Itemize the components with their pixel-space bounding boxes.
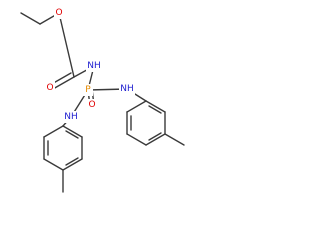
carbonyl-oxygen-label: O — [46, 83, 53, 93]
left-ring-bond-1 — [62, 125, 83, 138]
carbamate-nh-label: NH — [87, 61, 101, 71]
right-ring-methyl — [164, 133, 185, 146]
right-ring-bond-1 — [145, 100, 166, 113]
bond-layer — [20, 12, 185, 193]
right-ring-inner-1 — [148, 105, 162, 114]
bond-ester-o-carbonyl-c — [58, 12, 75, 78]
left-ring-bond-6 — [43, 125, 64, 138]
left-ring-bond-3 — [62, 158, 83, 171]
right-ring-bond-4 — [126, 133, 147, 146]
bond-carbonyl-double-1 — [52, 76, 75, 90]
phosphorus-label: P — [85, 85, 91, 95]
right-tolyl-ring — [126, 100, 185, 146]
right-ring-bond-3 — [145, 133, 166, 146]
atom-label-layer: O O NH P O NH NH — [45, 7, 135, 123]
right-ring-bond-6 — [126, 100, 147, 113]
ester-oxygen-label: O — [55, 8, 62, 18]
right-anilino-nh-label: NH — [120, 84, 134, 94]
left-tolyl-ring — [43, 125, 83, 193]
right-ring-inner-2 — [148, 132, 162, 141]
left-ring-inner-1 — [65, 130, 79, 139]
left-ring-bond-4 — [43, 158, 64, 171]
left-ring-inner-2 — [65, 157, 79, 166]
left-anilino-nh-label: NH — [64, 112, 78, 122]
phosphoryl-oxygen-label: O — [88, 100, 95, 110]
molecule-structure-diagram: O O NH P O NH NH — [20, 7, 185, 193]
bond-ch3-ch2 — [20, 12, 41, 25]
